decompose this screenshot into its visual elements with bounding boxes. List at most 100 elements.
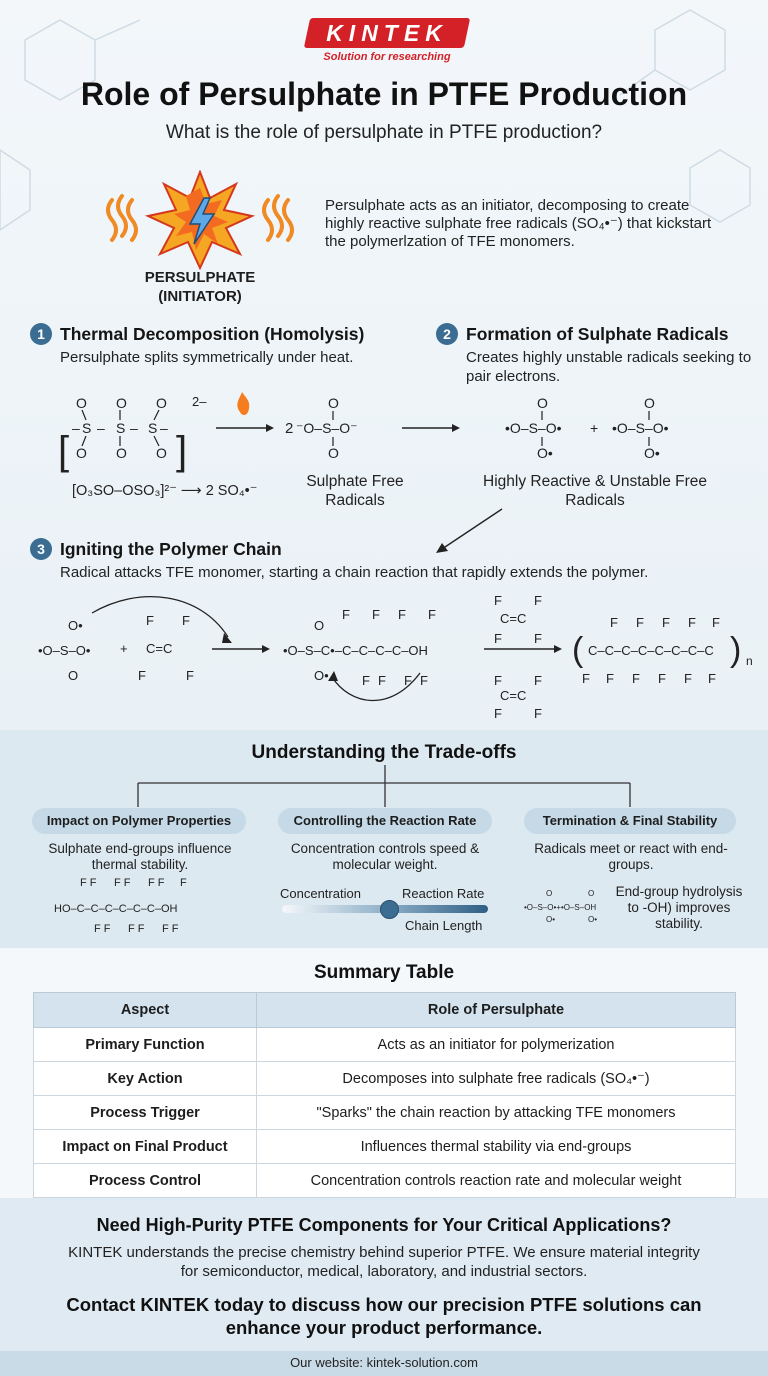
svg-text:F F: F F [94,923,111,935]
svg-text:S: S [82,420,91,436]
svg-text:O: O [116,395,127,411]
decomposition-equation: [O₃SO–OSO₃]²⁻ ⟶ 2 SO₄•⁻ [72,483,258,499]
svg-text:F: F [684,671,692,686]
svg-text:): ) [730,631,741,669]
svg-text:F: F [610,615,618,630]
svg-text:O•: O• [546,915,555,924]
cta-title: Need High-Purity PTFE Components for You… [96,1215,672,1235]
svg-text:F F: F F [162,923,179,935]
tradeoffs-title: Understanding the Trade-offs [251,742,517,763]
cta-call-to-action: Contact KINTEK today to discuss how our … [66,1294,702,1338]
aspect-cell: Process Control [33,1163,257,1198]
step-1-number: 1 [30,323,52,345]
svg-text:O: O [328,395,339,411]
svg-text:[: [ [58,429,69,473]
svg-text:C=C: C=C [500,688,526,703]
svg-text:F: F [404,673,412,688]
svg-text:C–C–C–C–C–C–C–C: C–C–C–C–C–C–C–C [588,643,714,658]
svg-text:F: F [662,615,670,630]
svg-text:F: F [428,607,436,622]
svg-text:F: F [534,593,542,608]
svg-text:O•: O• [68,618,83,633]
role-cell: Acts as an initiator for polymerization [256,1027,736,1062]
footer-website[interactable]: Our website: kintek-solution.com [290,1355,478,1370]
concentration-slider-thumb [380,900,400,919]
svg-text:•O–S–C•–C–C–C–C–OH: •O–S–C•–C–C–C–C–OH [283,643,428,658]
slider-left-label: Concentration [280,886,361,901]
svg-text:F F: F F [148,877,165,889]
svg-text:F: F [362,673,370,688]
svg-text:n: n [746,654,753,668]
radical-coefficient: 2 [285,420,293,437]
svg-text:F: F [342,607,350,622]
svg-text:O: O [644,395,655,411]
svg-text:F F: F F [128,923,145,935]
svg-text:S: S [116,420,125,436]
svg-text:–: – [72,420,80,436]
svg-text:C=C: C=C [500,611,526,626]
header-aspect: Aspect [33,992,257,1028]
svg-text:O: O [546,889,552,898]
svg-text:O: O [156,395,167,411]
svg-text:•O–S–O•: •O–S–O• [505,420,562,436]
background-molecules [0,9,751,231]
svg-text:O: O [116,445,127,461]
svg-text:F: F [494,706,502,721]
desc-reaction-rate: Concentration controls speed & molecular… [290,841,480,872]
persulphate-charge: 2– [192,394,207,409]
step-1-desc: Persulphate splits symmetrically under h… [60,349,354,366]
table-header-row: Aspect Role of Persulphate [33,992,736,1028]
svg-text:F: F [180,877,187,889]
svg-text:O•: O• [314,668,329,683]
step-transition-arrow [436,508,503,553]
flame-icon [237,392,250,415]
intro-text: Persulphate acts as an initiator, decomp… [325,197,712,250]
svg-text:O: O [537,395,548,411]
svg-text:F: F [378,673,386,688]
aspect-cell: Impact on Final Product [33,1129,257,1164]
role-cell: Influences thermal stability via end-gro… [256,1129,736,1164]
svg-text:C=C: C=C [146,641,172,656]
svg-text:•O–S–O•+•O–S–OH: •O–S–O•+•O–S–OH [524,903,596,912]
background-top [0,0,768,730]
svg-text:F: F [688,615,696,630]
svg-text:O: O [76,395,87,411]
svg-text:F: F [138,668,146,683]
svg-text:F: F [398,607,406,622]
step-3-title: Igniting the Polymer Chain [60,539,282,559]
svg-text:O•: O• [588,915,597,924]
pill-termination: Termination & Final Stability [524,808,736,834]
svg-text:+: + [120,641,128,656]
svg-text:S: S [148,420,157,436]
desc-termination: Radicals meet or react with end-groups. [534,841,728,872]
sulphate-radicals-caption: Sulphate Free Radicals [306,473,404,509]
aspect-cell: Key Action [33,1061,257,1096]
svg-text:F: F [582,671,590,686]
role-cell: "Sparks" the chain reaction by attacking… [256,1095,736,1130]
desc-polymer-properties: Sulphate end-groups influence thermal st… [48,841,232,872]
svg-text:O: O [328,445,339,461]
svg-text:F: F [494,673,502,688]
pill-reaction-rate: Controlling the Reaction Rate [278,808,492,834]
header-role: Role of Persulphate [256,992,736,1028]
svg-text:F: F [186,668,194,683]
svg-text:⁻O–S–O⁻: ⁻O–S–O⁻ [296,420,357,436]
summary-title: Summary Table [313,962,455,983]
footer-background [0,1351,768,1376]
svg-text:F: F [182,613,190,628]
svg-text:O: O [156,445,167,461]
svg-text:•O–S–O•: •O–S–O• [612,420,669,436]
step-2-desc: Creates highly unstable radicals seeking… [466,349,752,385]
cta-body: KINTEK understands the precise chemistry… [68,1244,700,1280]
svg-text:F: F [534,631,542,646]
initiator-burst-icon [106,170,294,270]
role-cell: Concentration controls reaction rate and… [256,1163,736,1198]
unstable-radicals-caption: Highly Reactive & Unstable Free Radicals [483,473,707,509]
svg-text:F: F [494,631,502,646]
table-row: Process Trigger"Sparks" the chain reacti… [33,1095,736,1130]
svg-text:O: O [76,445,87,461]
